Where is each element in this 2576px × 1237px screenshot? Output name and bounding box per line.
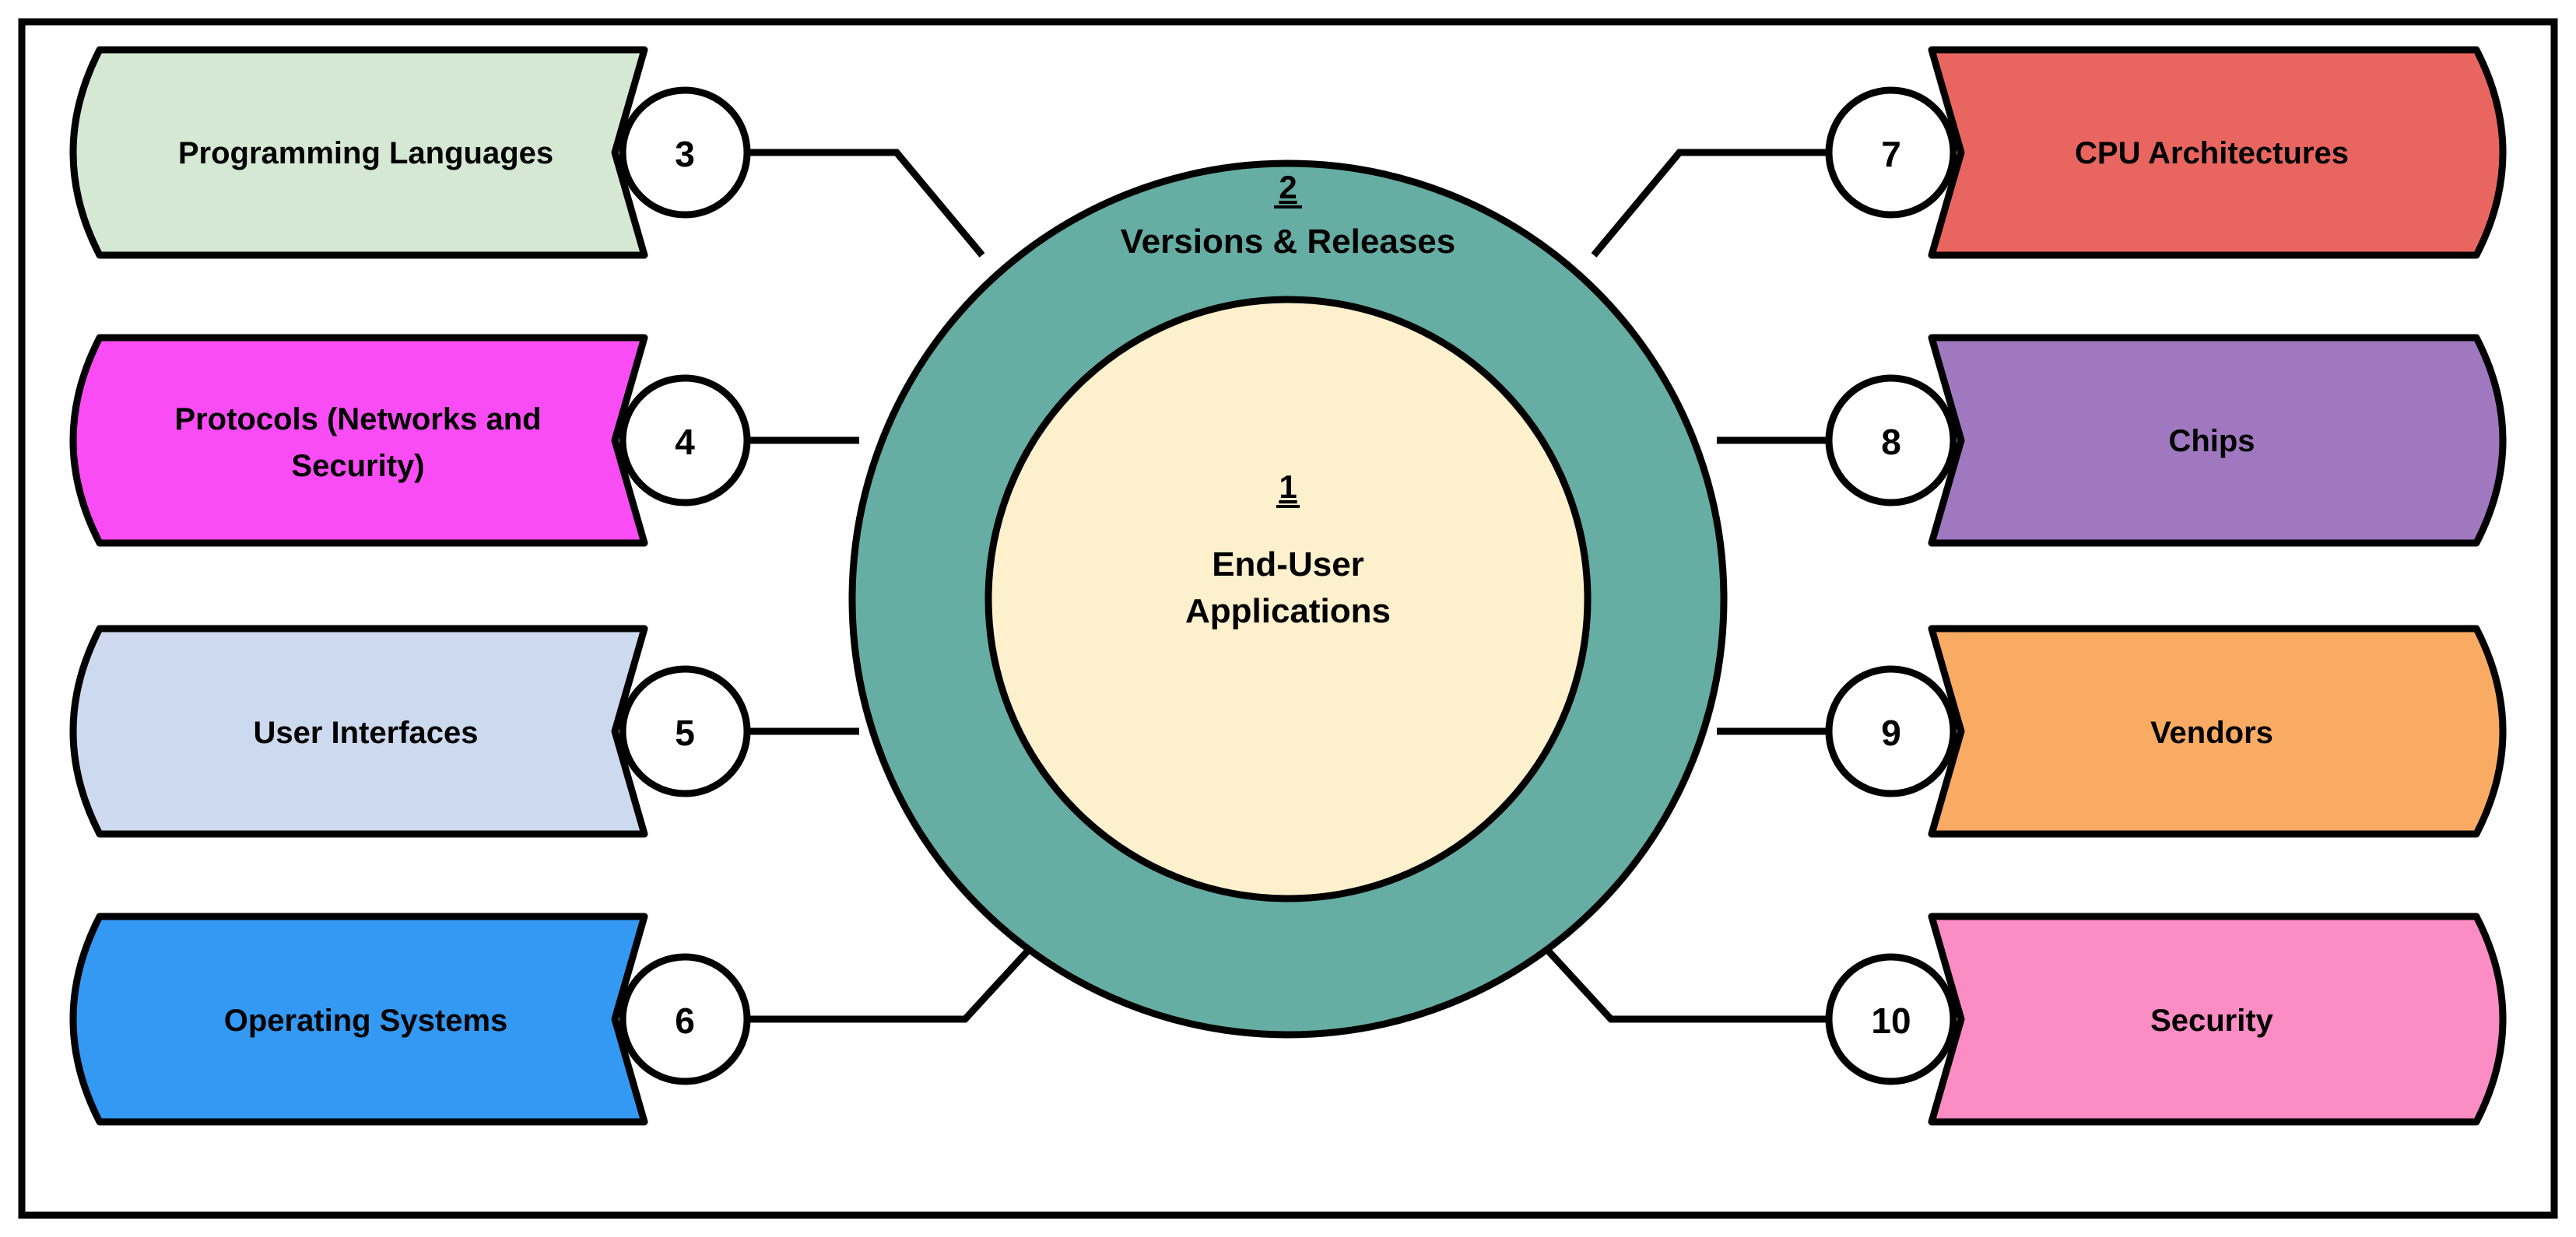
right-item-10[interactable]: Security 10 [1825,913,2507,1126]
right-item-9-shape[interactable] [1928,625,2507,838]
left-item-4-label-line2: Security) [291,449,424,483]
connector-10 [1538,940,1829,1023]
left-item-6-number: 6 [675,1000,695,1041]
right-item-10-badge[interactable] [1825,953,1957,1085]
left-item-3-label: Programming Languages [178,136,553,170]
right-item-7-badge[interactable] [1825,86,1957,219]
left-item-5[interactable]: User Interfaces 5 [69,625,751,838]
left-item-3-shape[interactable] [69,46,648,259]
connector-6 [747,940,1038,1023]
left-item-4-label-line1: Protocols (Networks and [174,402,541,436]
left-item-6-badge[interactable] [619,953,751,1085]
core-number: 1 [1279,468,1297,505]
ring-number: 2 [1279,169,1297,205]
right-item-10-label: Security [2150,1004,2274,1038]
left-item-5-shape[interactable] [69,625,648,838]
left-item-4-number: 4 [675,422,695,462]
connector-3 [747,149,985,258]
left-item-4[interactable]: Protocols (Networks and Security) 4 [69,334,751,547]
left-item-6[interactable]: Operating Systems 6 [69,913,751,1126]
left-item-5-badge[interactable] [619,665,751,797]
right-item-10-number: 10 [1871,1000,1911,1041]
left-item-4-shape[interactable] [69,334,648,547]
right-item-8-shape[interactable] [1928,334,2507,547]
center-group: 2 Versions & Releases 1 End-User Applica… [848,159,1728,1039]
left-item-6-shape[interactable] [69,913,648,1126]
core-label-line2: Applications [1185,592,1391,630]
right-item-9[interactable]: Vendors 9 [1825,625,2507,838]
right-item-9-badge[interactable] [1825,665,1957,797]
center-core-circle [984,296,1592,902]
left-item-5-number: 5 [675,713,695,753]
right-item-9-number: 9 [1881,713,1901,753]
right-item-8-badge[interactable] [1825,374,1957,506]
left-item-3-badge[interactable] [619,86,751,219]
right-item-7-shape[interactable] [1928,46,2507,259]
left-item-6-label: Operating Systems [224,1004,508,1038]
right-item-8-number: 8 [1881,422,1901,462]
left-item-4-badge[interactable] [619,374,751,506]
right-item-7[interactable]: CPU Architectures 7 [1825,46,2507,259]
connector-7 [1591,149,1829,258]
right-item-7-number: 7 [1881,134,1901,174]
right-item-8-label: Chips [2168,424,2255,458]
core-label-line1: End-User [1212,545,1364,583]
connector-group [747,149,1829,1023]
right-item-10-shape[interactable] [1928,913,2507,1126]
left-item-3[interactable]: Programming Languages 3 [69,46,751,259]
ring-label: Versions & Releases [1121,223,1455,261]
right-item-9-label: Vendors [2150,716,2273,750]
left-item-5-label: User Interfaces [253,716,478,750]
left-item-3-number: 3 [675,134,695,174]
right-item-8[interactable]: Chips 8 [1825,334,2507,547]
right-item-7-label: CPU Architectures [2075,136,2349,170]
